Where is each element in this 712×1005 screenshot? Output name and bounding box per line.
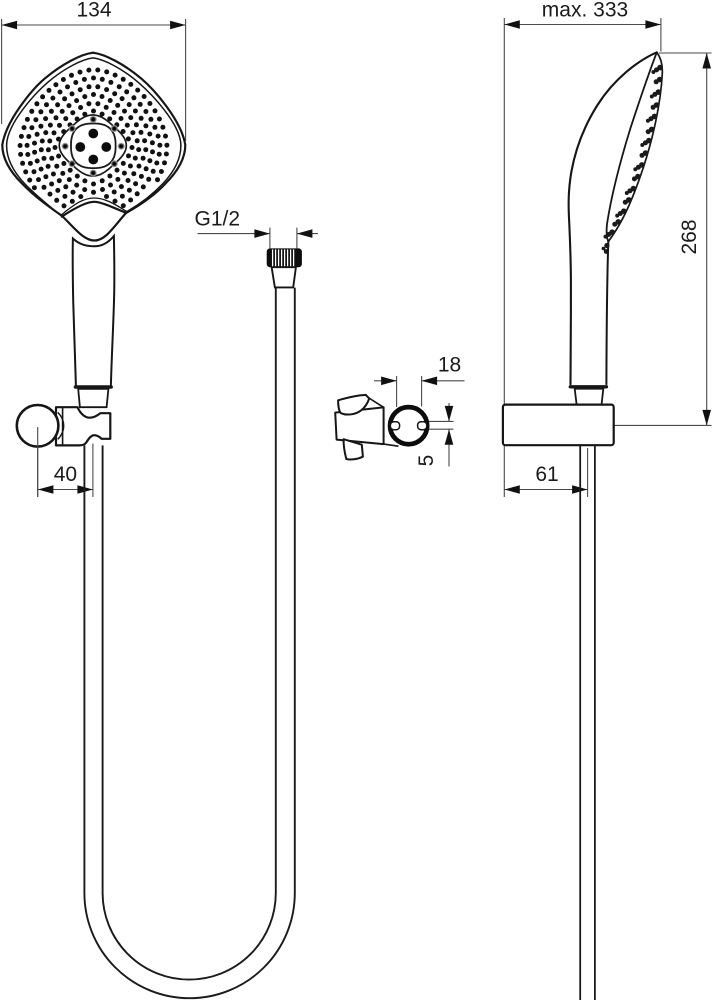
svg-text:max. 333: max. 333 xyxy=(542,0,628,22)
svg-text:61: 61 xyxy=(535,463,558,486)
svg-text:40: 40 xyxy=(54,463,77,486)
svg-text:G1/2: G1/2 xyxy=(195,208,241,231)
svg-text:134: 134 xyxy=(76,0,111,22)
svg-text:5: 5 xyxy=(415,455,438,467)
svg-text:18: 18 xyxy=(438,354,461,377)
svg-text:268: 268 xyxy=(678,219,701,254)
